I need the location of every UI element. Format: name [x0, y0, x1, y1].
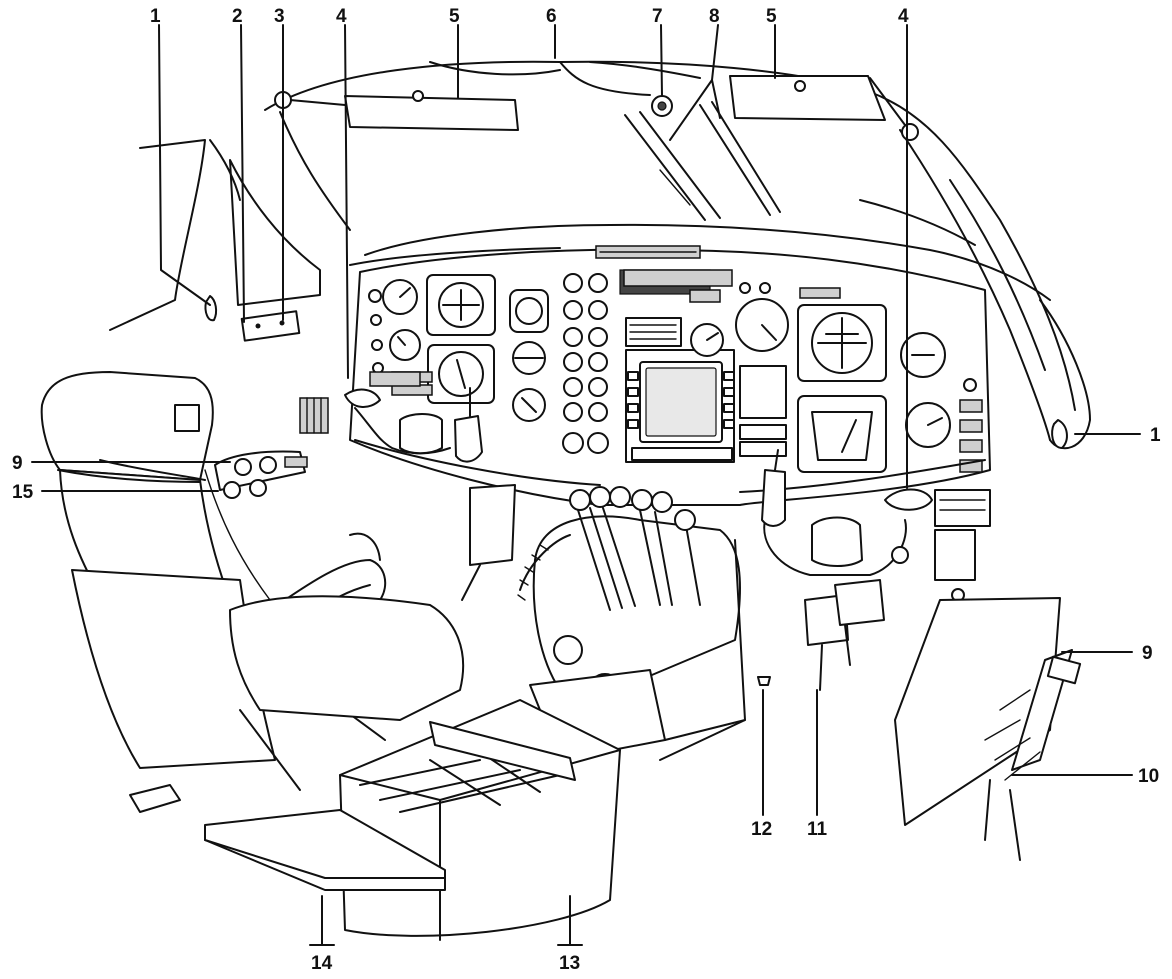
ehsi-right-icon	[797, 395, 887, 473]
windshield-center-strut	[624, 101, 781, 221]
callout-12: 12	[751, 819, 772, 840]
hsi-left-icon	[427, 344, 495, 404]
callout-14: 14	[311, 953, 333, 974]
airspeed-left-icon	[382, 279, 418, 315]
callout-6: 6	[546, 6, 557, 27]
callout-9-left: 9	[12, 453, 23, 474]
callout-4-right: 4	[898, 6, 909, 27]
door-handle-right	[1051, 419, 1068, 449]
callout-leaders	[31, 24, 1141, 946]
callout-numbers: 1 2 3 4 5 6 7 8 5 4 1 9 15 9 10 11 12 13…	[12, 6, 1161, 974]
right-side-panel	[894, 597, 1082, 861]
control-wheel-right-icon	[761, 449, 933, 576]
callout-9-right: 9	[1142, 643, 1153, 664]
side-switch-panel	[240, 310, 301, 342]
callout-3: 3	[274, 6, 285, 27]
callout-8: 8	[709, 6, 720, 27]
sun-visor-right	[729, 75, 919, 141]
armrest-console-icon	[204, 699, 621, 941]
callout-11: 11	[807, 819, 828, 840]
rudder-pedal-icon	[461, 484, 885, 691]
seat-left-icon	[40, 371, 465, 813]
callout-4-left: 4	[336, 6, 347, 27]
compass-icon	[651, 95, 673, 117]
sun-visor-left	[274, 90, 519, 131]
callout-5-left: 5	[449, 6, 460, 27]
callout-1-right: 1	[1150, 425, 1161, 446]
throttle-quadrant-icon	[517, 486, 746, 761]
altimeter-left-icon	[389, 329, 421, 361]
engine-gauges-grid	[562, 273, 609, 454]
callout-2: 2	[232, 6, 243, 27]
callout-10: 10	[1138, 766, 1159, 787]
callout-7: 7	[652, 6, 663, 27]
center-gauges	[690, 282, 841, 457]
callout-13: 13	[559, 953, 580, 974]
canopy-frame	[109, 60, 1091, 450]
attitude-indicator-left-icon	[426, 274, 496, 336]
callout-5-right: 5	[766, 6, 777, 27]
attitude-indicator-right-icon	[797, 304, 887, 382]
callout-15: 15	[12, 482, 34, 503]
small-gauges-right	[900, 332, 983, 473]
control-wheel-left-icon	[344, 387, 483, 463]
floor-item-icon	[757, 676, 771, 686]
left-side-pocket	[174, 397, 329, 499]
instrument-panel	[349, 245, 991, 602]
door-handle-left	[204, 295, 218, 322]
callout-1-left: 1	[150, 6, 161, 27]
display-screen-icon	[627, 361, 735, 461]
standby-gauges-center-left	[509, 289, 549, 422]
